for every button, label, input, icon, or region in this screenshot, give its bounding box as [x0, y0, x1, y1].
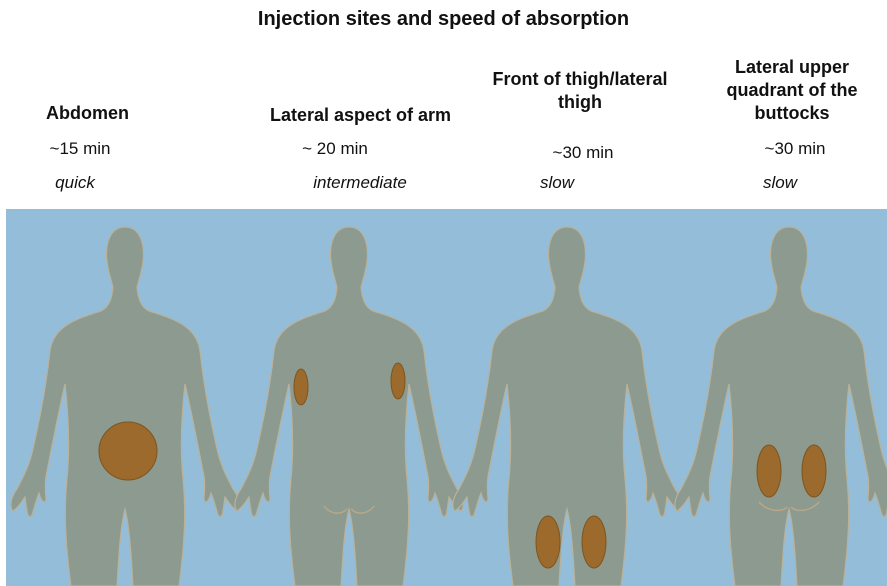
injection-site-right-buttock: [802, 445, 826, 497]
site-speed: intermediate: [295, 173, 425, 193]
injection-site-abdomen: [99, 422, 157, 480]
site-name: Abdomen: [20, 102, 155, 125]
site-time: ~15 min: [20, 139, 140, 159]
injection-site-left-buttock: [757, 445, 781, 497]
injection-site-left-arm: [294, 369, 308, 405]
body-figures-illustration: [6, 209, 887, 586]
body-figures-panel: [6, 209, 887, 586]
site-arm-label: Lateral aspect of arm: [248, 104, 473, 127]
site-time: ~30 min: [740, 139, 850, 159]
site-buttocks-label: Lateral upper quadrant of the buttocks: [702, 56, 882, 125]
site-thigh-label: Front of thigh/lateral thigh: [488, 68, 672, 114]
figure-abdomen: [11, 227, 239, 586]
site-speed: quick: [20, 173, 130, 193]
site-speed: slow: [745, 173, 815, 193]
diagram-title: Injection sites and speed of absorption: [0, 8, 887, 31]
site-time: ~ 20 min: [280, 139, 390, 159]
figure-arm: [235, 227, 463, 586]
site-name: Lateral aspect of arm: [248, 104, 473, 127]
site-name: Lateral upper quadrant of the buttocks: [702, 56, 882, 125]
injection-site-right-arm: [391, 363, 405, 399]
injection-site-right-thigh: [582, 516, 606, 568]
site-name: Front of thigh/lateral thigh: [488, 68, 672, 114]
figure-buttocks: [675, 227, 887, 586]
site-speed: slow: [522, 173, 592, 193]
injection-site-left-thigh: [536, 516, 560, 568]
site-time: ~30 min: [528, 143, 638, 163]
site-abdomen-label: Abdomen: [20, 102, 155, 125]
figure-thigh: [453, 227, 681, 586]
